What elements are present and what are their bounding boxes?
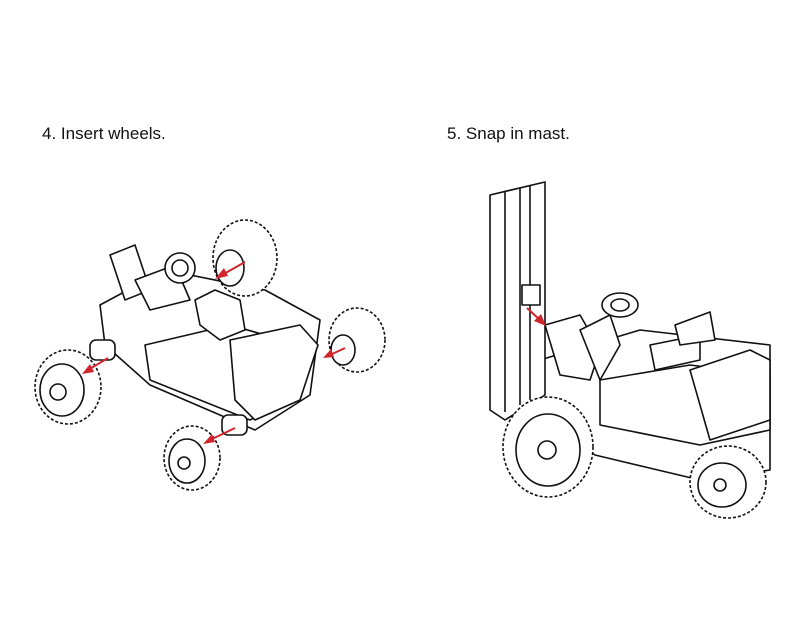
wheel-left (34, 349, 102, 425)
snap-arrow (526, 307, 546, 326)
mast (489, 181, 546, 421)
step-4-illustration (34, 219, 386, 491)
step-5-illustration (489, 181, 771, 519)
step-5-caption: 5. Snap in mast. (447, 124, 570, 143)
front-wheel (502, 396, 594, 498)
step-4-caption: 4. Insert wheels. (42, 124, 166, 143)
wheel-right (328, 307, 386, 373)
wheel-top (212, 219, 278, 297)
insert-arrows (82, 261, 346, 444)
forklift-body (539, 292, 771, 481)
chassis (89, 244, 321, 436)
rear-wheel (689, 445, 767, 519)
